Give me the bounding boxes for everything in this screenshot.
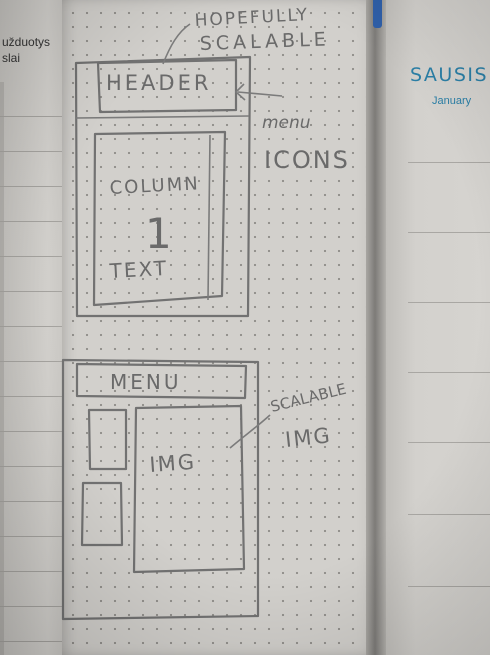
planner-line (408, 442, 490, 443)
month-title: SAUSIS (410, 64, 489, 86)
header-label: HEADER (106, 71, 211, 95)
planner-line (408, 586, 490, 587)
scalable-img-pointer (229, 414, 271, 449)
img-label: IMG (149, 450, 197, 477)
right-planner-page: SAUSIS January (384, 0, 490, 655)
menu-bar-box (75, 362, 248, 400)
header-box (96, 58, 238, 114)
scalable-img-line-1: SCALABLE (269, 380, 348, 416)
column-label-line-2: 1 (145, 209, 172, 258)
notebook-spine (366, 0, 386, 655)
wireframe-1-frame (74, 55, 252, 318)
image-box (132, 404, 246, 574)
header-divider (75, 115, 250, 119)
note-top-line-1: HOPEFULLY (194, 5, 309, 31)
planner-line (408, 514, 490, 515)
planner-line (408, 162, 490, 163)
planner-line (408, 302, 490, 303)
left-heading-line-2: slai (2, 51, 21, 65)
left-heading-line-1: užduotys (2, 35, 51, 49)
note-top-line-2: SCALABLE (199, 28, 330, 55)
planner-line (408, 232, 490, 233)
menu-icons-pointer (237, 91, 283, 97)
menu-note-line-1: menu (262, 113, 311, 133)
planner-line (408, 372, 490, 373)
left-page-heading: užduotys slai (2, 34, 50, 66)
wireframe-2-frame (61, 358, 260, 621)
bookmark-ribbon (373, 0, 382, 28)
menu-icons-arrowhead (234, 83, 246, 101)
scalable-img-line-2: IMG (284, 423, 333, 452)
side-box-2 (80, 481, 124, 547)
column-label-line-3: TEXT (108, 256, 169, 283)
note-top-pointer (162, 23, 191, 65)
column-label-line-1: COLUMN (109, 173, 200, 199)
menu-label: MENU (110, 370, 182, 394)
month-subtitle: January (432, 95, 472, 107)
menu-note-line-2: ICONS (264, 146, 350, 174)
column-inner-line (207, 134, 211, 301)
column-box (92, 130, 227, 307)
side-box-1 (87, 408, 128, 471)
